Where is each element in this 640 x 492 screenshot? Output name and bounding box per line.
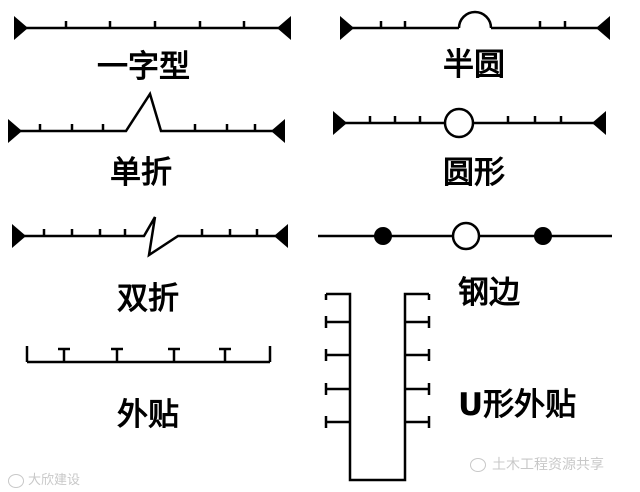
shape-half-circle: [340, 10, 610, 40]
label-straight: 一字型: [97, 49, 190, 85]
weibo-icon: [8, 474, 24, 488]
label-double-fold: 双折: [117, 281, 179, 317]
watermark-right: 土木工程资源共享: [492, 457, 604, 473]
label-circle: 圆形: [443, 155, 505, 191]
shape-u-shape: [324, 292, 431, 482]
label-half-circle: 半圆: [443, 47, 505, 83]
shape-steel-edge: [318, 221, 612, 251]
shape-external: [25, 346, 272, 364]
label-u-shape: U形外贴: [458, 387, 577, 423]
label-external: 外贴: [117, 397, 179, 433]
shape-single-fold: [8, 91, 285, 143]
wechat-icon: [470, 458, 486, 472]
watermark-left: 大欣建设: [28, 473, 81, 488]
label-single-fold: 单折: [110, 155, 172, 191]
shape-double-fold: [12, 216, 288, 258]
label-steel-edge: 钢边: [458, 275, 520, 311]
shape-circle: [333, 107, 606, 139]
shape-straight: [14, 16, 291, 40]
